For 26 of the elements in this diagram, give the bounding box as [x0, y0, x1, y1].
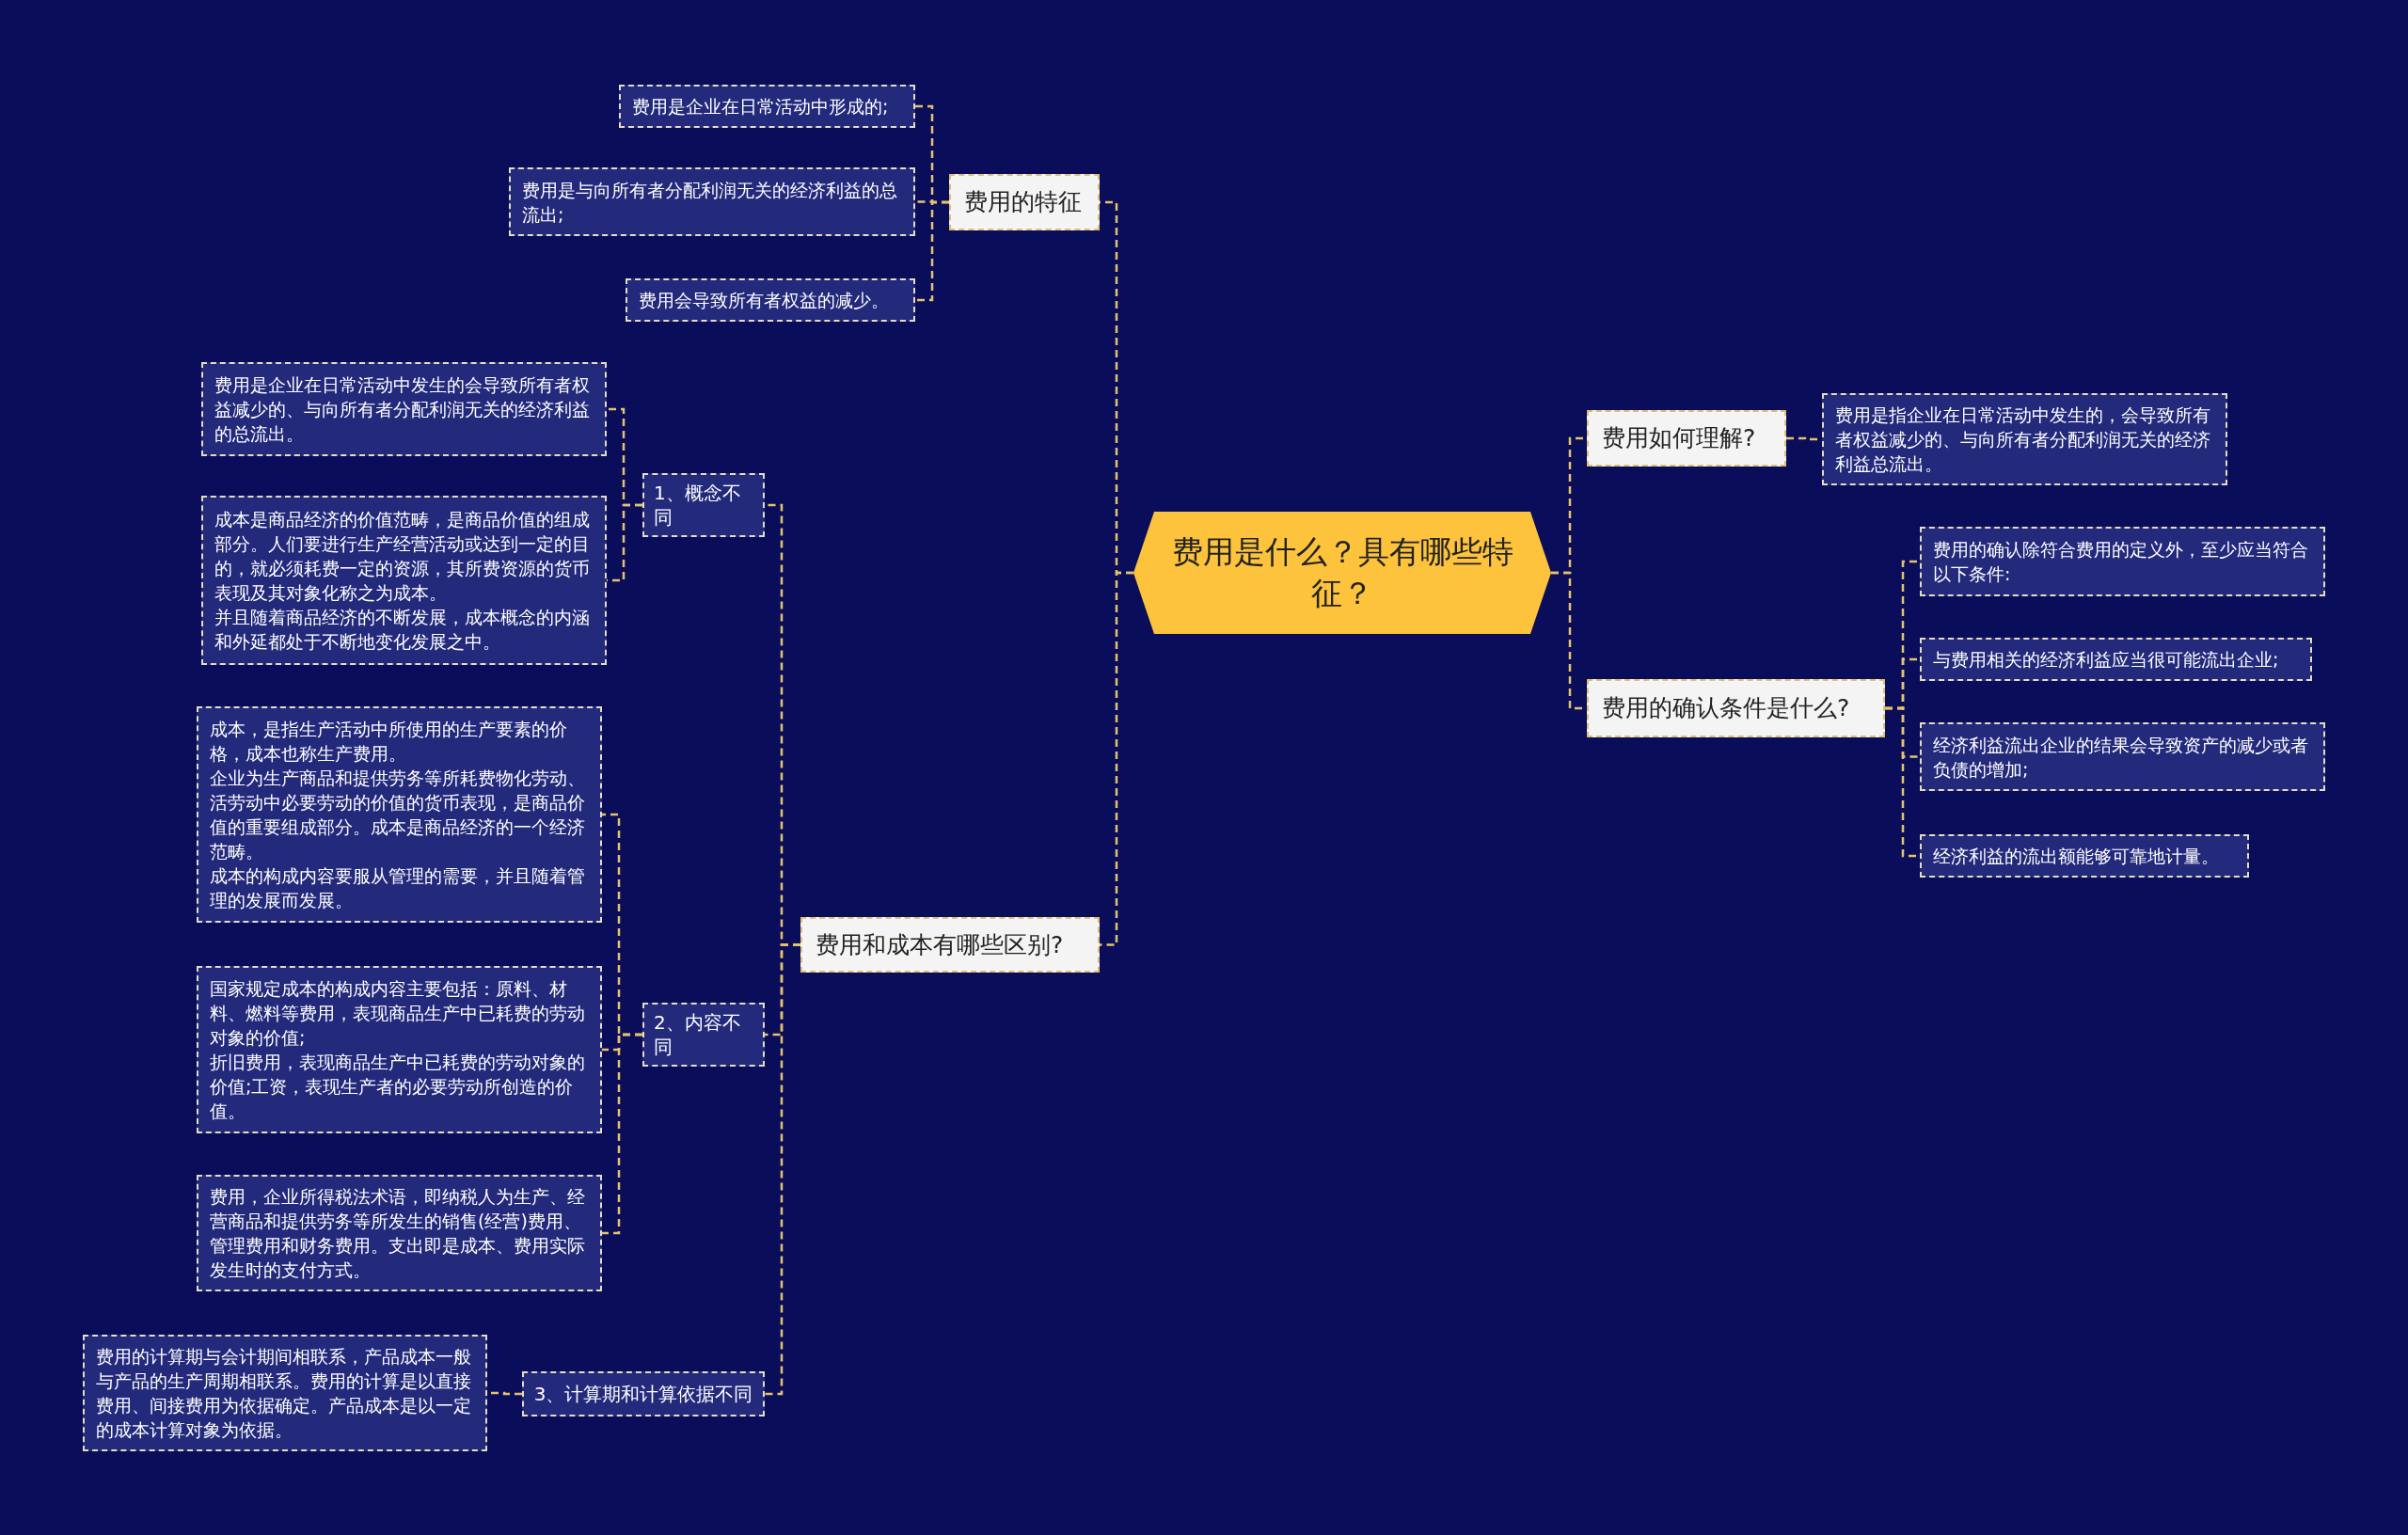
central-topic: 费用是什么？具有哪些特征？ — [1133, 512, 1551, 634]
note-box: 费用会导致所有者权益的减少。 — [626, 278, 915, 322]
note-box: 费用，企业所得税法术语，即纳税人为生产、经营商品和提供劳务等所发生的销售(经营)费用、管理费用和财务费用。支出即是成本、费用实际发生时的支付方式。 — [197, 1175, 602, 1291]
connector — [1100, 571, 1133, 946]
note-box: 成本是商品经济的价值范畴，是商品价值的组成部分。人们要进行生产经营活动或达到一定的目的，就必须耗费一定的资源，其所费资源的货币表现及其对象化称之为成本。 并且随着商品经济的不断发展，成本概念的内涵和外延都处于不断地变化发展之中。 — [201, 496, 607, 665]
connector — [765, 943, 800, 1396]
note-box: 费用的计算期与会计期间相联系，产品成本一般与产品的生产周期相联系。费用的计算是以直接费用、间接费用为依据确定。产品成本是以一定的成本计算对象为依据。 — [83, 1335, 487, 1451]
subtopic-box: 2、内容不同 — [642, 1003, 765, 1067]
note-box: 经济利益流出企业的结果会导致资产的减少或者负债的增加; — [1920, 722, 2325, 791]
note-box: 与费用相关的经济利益应当很可能流出企业; — [1920, 638, 2312, 681]
note-box: 国家规定成本的构成内容主要包括：原料、材料、燃料等费用，表现商品生产中已耗费的劳动对象的价值; 折旧费用，表现商品生产中已耗费的劳动对象的价值;工资，表现生产者的必要劳动所创造的价值。 — [197, 966, 602, 1133]
note-box: 费用的确认除符合费用的定义外，至少应当符合以下条件: — [1920, 527, 2325, 596]
connector — [915, 200, 949, 302]
note-box: 费用是企业在日常活动中形成的; — [619, 85, 915, 128]
note-box: 成本，是指生产活动中所使用的生产要素的价格，成本也称生产费用。 企业为生产商品和提供劳务等所耗费物化劳动、活劳动中必要劳动的价值的货币表现，是商品价值的重要组成部分。成本是商品经济的一个经济范畴。 成本的构成内容要服从管理的需要，并且随着管理的发展而发展。 — [197, 706, 602, 923]
topic-box: 费用的特征 — [949, 174, 1100, 230]
topic-box: 费用如何理解? — [1587, 410, 1786, 467]
note-box: 费用是指企业在日常活动中发生的，会导致所有者权益减少的、与向所有者分配利润无关的经济利益总流出。 — [1822, 393, 2227, 485]
topic-box: 费用和成本有哪些区别? — [800, 917, 1100, 973]
note-box: 费用是企业在日常活动中发生的会导致所有者权益减少的、与向所有者分配利润无关的经济利益的总流出。 — [201, 362, 607, 456]
connector — [602, 1033, 642, 1235]
topic-box: 费用的确认条件是什么? — [1587, 679, 1885, 737]
subtopic-box: 3、计算期和计算依据不同 — [522, 1371, 765, 1416]
note-box: 费用是与向所有者分配利润无关的经济利益的总流出; — [509, 167, 915, 236]
note-box: 经济利益的流出额能够可靠地计量。 — [1920, 834, 2249, 878]
subtopic-box: 1、概念不同 — [642, 473, 765, 537]
